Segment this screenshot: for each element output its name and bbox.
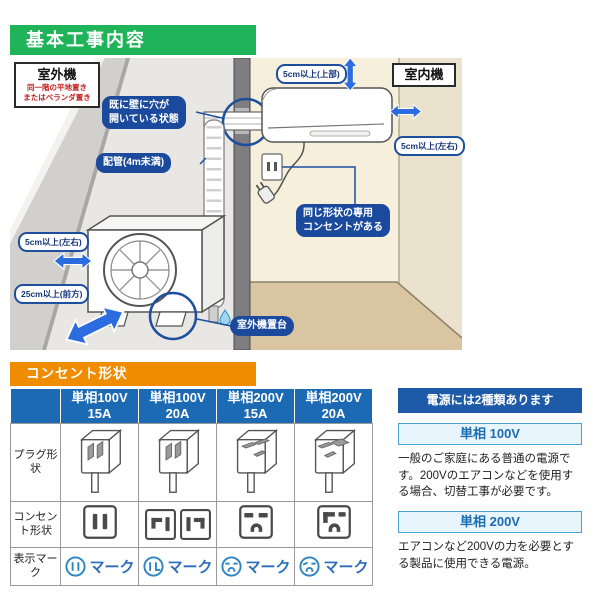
indoor-unit <box>261 87 393 143</box>
connector-stand <box>196 318 232 327</box>
callout-stand: 室外機置台 <box>230 316 294 336</box>
plug-200v-20a-cell <box>294 423 373 502</box>
mark-100v-20a-cell: マーク <box>138 547 217 586</box>
mark-two-vertical-slots-icon <box>65 556 87 577</box>
mark-100v-15a-cell: マーク <box>60 547 139 586</box>
mark-row-label: 表示マーク <box>10 547 61 586</box>
outlet-shape-row: コンセント形状 <box>10 501 373 548</box>
room-scene-illustration <box>10 58 462 350</box>
installation-diagram: 室外機 同一階の平地置き またはベランダ置き 室内機 既に壁に穴が 開いている状… <box>10 58 465 350</box>
connector-pipe <box>199 157 207 165</box>
power-plug <box>255 181 275 204</box>
outlet-l-slot-right-icon <box>179 509 211 540</box>
outlet-100v-15a-cell <box>60 501 139 548</box>
clearance-front: 25cm以上(前方) <box>14 284 90 304</box>
callout-pipe: 配管(4m未満) <box>96 153 172 173</box>
stand-highlight-circle <box>148 291 198 341</box>
outdoor-unit-side <box>201 214 225 314</box>
page-title: 基本工事内容 <box>10 25 256 55</box>
power-100v-title: 単相 100V <box>398 423 582 445</box>
clearance-top: 5cm以上(上部) <box>276 64 347 84</box>
power-100v-description: 一般のご家庭にある普通の電源です。200Vのエアコンなどを使用する場合、切替工事… <box>398 453 574 499</box>
plug-100v-20a-cell <box>138 423 217 502</box>
wall-outlet <box>261 153 283 181</box>
mark-vertical-and-l-slot-icon <box>143 556 165 577</box>
outdoor-unit-top <box>85 215 227 231</box>
mark-200v-15a-cell: マーク <box>216 547 295 586</box>
outlet-l-slot-left-icon <box>144 509 176 540</box>
outlet-section-title: コンセント形状 <box>10 362 256 386</box>
plug-horizontal-blades-icon <box>235 429 278 493</box>
mark-angled-slot-ground-icon <box>299 556 321 577</box>
plug-100v-15a-cell <box>60 423 139 502</box>
clearance-outdoor-side: 5cm以上(左右) <box>18 232 89 252</box>
mark-horizontal-slots-ground-icon <box>221 556 243 577</box>
plug-two-vertical-blades-icon <box>79 429 122 493</box>
power-cord <box>269 141 305 199</box>
plug-two-vertical-blades-icon <box>157 429 200 493</box>
outdoor-unit-title: 室外機 <box>37 67 77 82</box>
power-panel-title: 電源には2種類あります <box>398 388 582 413</box>
outlet-horizontal-slots-ground-icon <box>238 505 273 539</box>
plug-horizontal-blades-icon <box>313 429 356 493</box>
unit-foot-right <box>155 311 187 327</box>
header-empty-cell <box>10 388 61 424</box>
mark-200v-20a-cell: マーク <box>294 547 373 586</box>
outdoor-unit-label: 室外機 同一階の平地置き またはベランダ置き <box>14 62 100 108</box>
power-200v-title: 単相 200V <box>398 511 582 534</box>
outlet-200v-15a-cell <box>216 501 295 548</box>
indoor-floor <box>242 282 462 350</box>
power-200v-description: エアコンなど200Vの力を必要とする製品に使用できる電源。 <box>398 541 575 570</box>
display-mark-row: 表示マーク マーク <box>10 547 373 586</box>
connector-wall-hole <box>195 111 223 119</box>
plug-shape-row: プラグ形状 <box>10 423 373 502</box>
balcony-parapet-wall <box>10 58 130 350</box>
plug-row-label: プラグ形状 <box>10 423 61 502</box>
connector-outlet <box>282 166 356 204</box>
outlet-100v-20a-cell <box>138 501 217 548</box>
outlet-l-slot-ground-icon <box>316 505 351 539</box>
outlet-row-label: コンセント形状 <box>10 501 61 548</box>
callout-wall-hole: 既に壁に穴が 開いている状態 <box>102 96 186 129</box>
callout-dedicated-outlet: 同じ形状の専用 コンセントがある <box>296 204 390 237</box>
power-type-panel: 電源には2種類あります 単相 100V 一般のご家庭にある普通の電源です。200… <box>398 388 582 572</box>
drain-hose <box>208 305 219 323</box>
indoor-unit-label: 室内機 <box>392 63 456 88</box>
plug-200v-15a-cell <box>216 423 295 502</box>
indoor-unit-vent <box>309 130 371 137</box>
outlet-two-vertical-slots-icon <box>82 505 117 539</box>
clearance-indoor-side: 5cm以上(左右) <box>394 136 465 156</box>
outlet-200v-20a-cell <box>294 501 373 548</box>
